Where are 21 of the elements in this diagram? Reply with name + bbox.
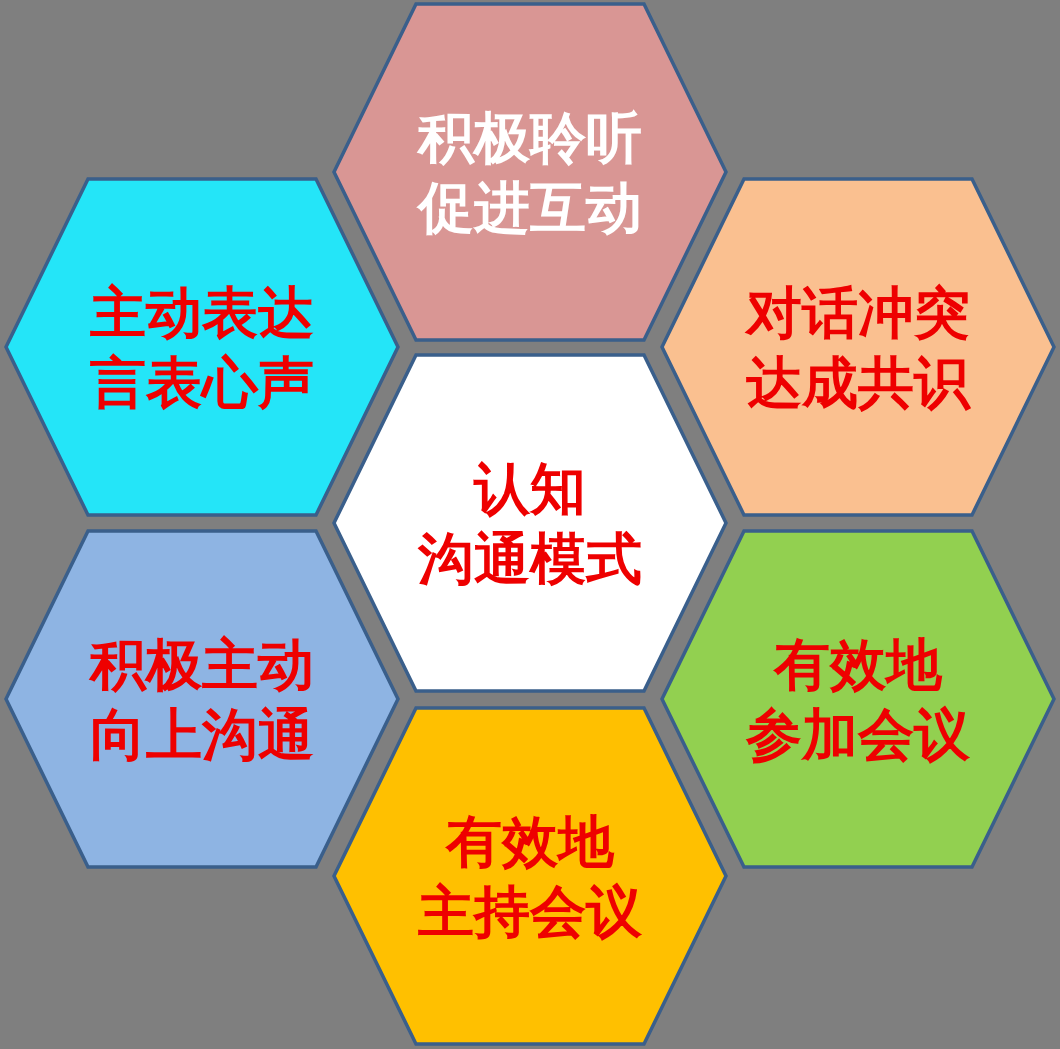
- hexagon-tile: [4, 529, 400, 869]
- hexagon-label: 主持会议: [418, 877, 642, 946]
- hexagon-label: 有效地: [774, 630, 942, 699]
- hexagon-label: 积极主动: [90, 630, 314, 699]
- hexagon-label: 言表心声: [90, 348, 314, 417]
- hexagon-label: 达成共识: [746, 348, 970, 417]
- hexagon-label: 对话冲突: [746, 278, 970, 347]
- hexagon-tile: [4, 177, 400, 517]
- hexagon-label: 促进互动: [418, 173, 642, 242]
- hexagon-label: 认知: [474, 454, 586, 523]
- hexagon-tile: [660, 529, 1056, 869]
- hexagon-tile: [332, 2, 728, 342]
- hexagon-tile: [660, 177, 1056, 517]
- hexagon-label: 主动表达: [90, 278, 314, 347]
- hexagon-tile: [332, 353, 728, 693]
- hexagon-label: 参加会议: [746, 700, 970, 769]
- hexagon-tile: [332, 706, 728, 1046]
- hexagon-label: 有效地: [446, 807, 614, 876]
- hexagon-label: 沟通模式: [418, 524, 642, 593]
- hexagon-label: 向上沟通: [90, 700, 314, 769]
- hexagon-label: 积极聆听: [418, 103, 642, 172]
